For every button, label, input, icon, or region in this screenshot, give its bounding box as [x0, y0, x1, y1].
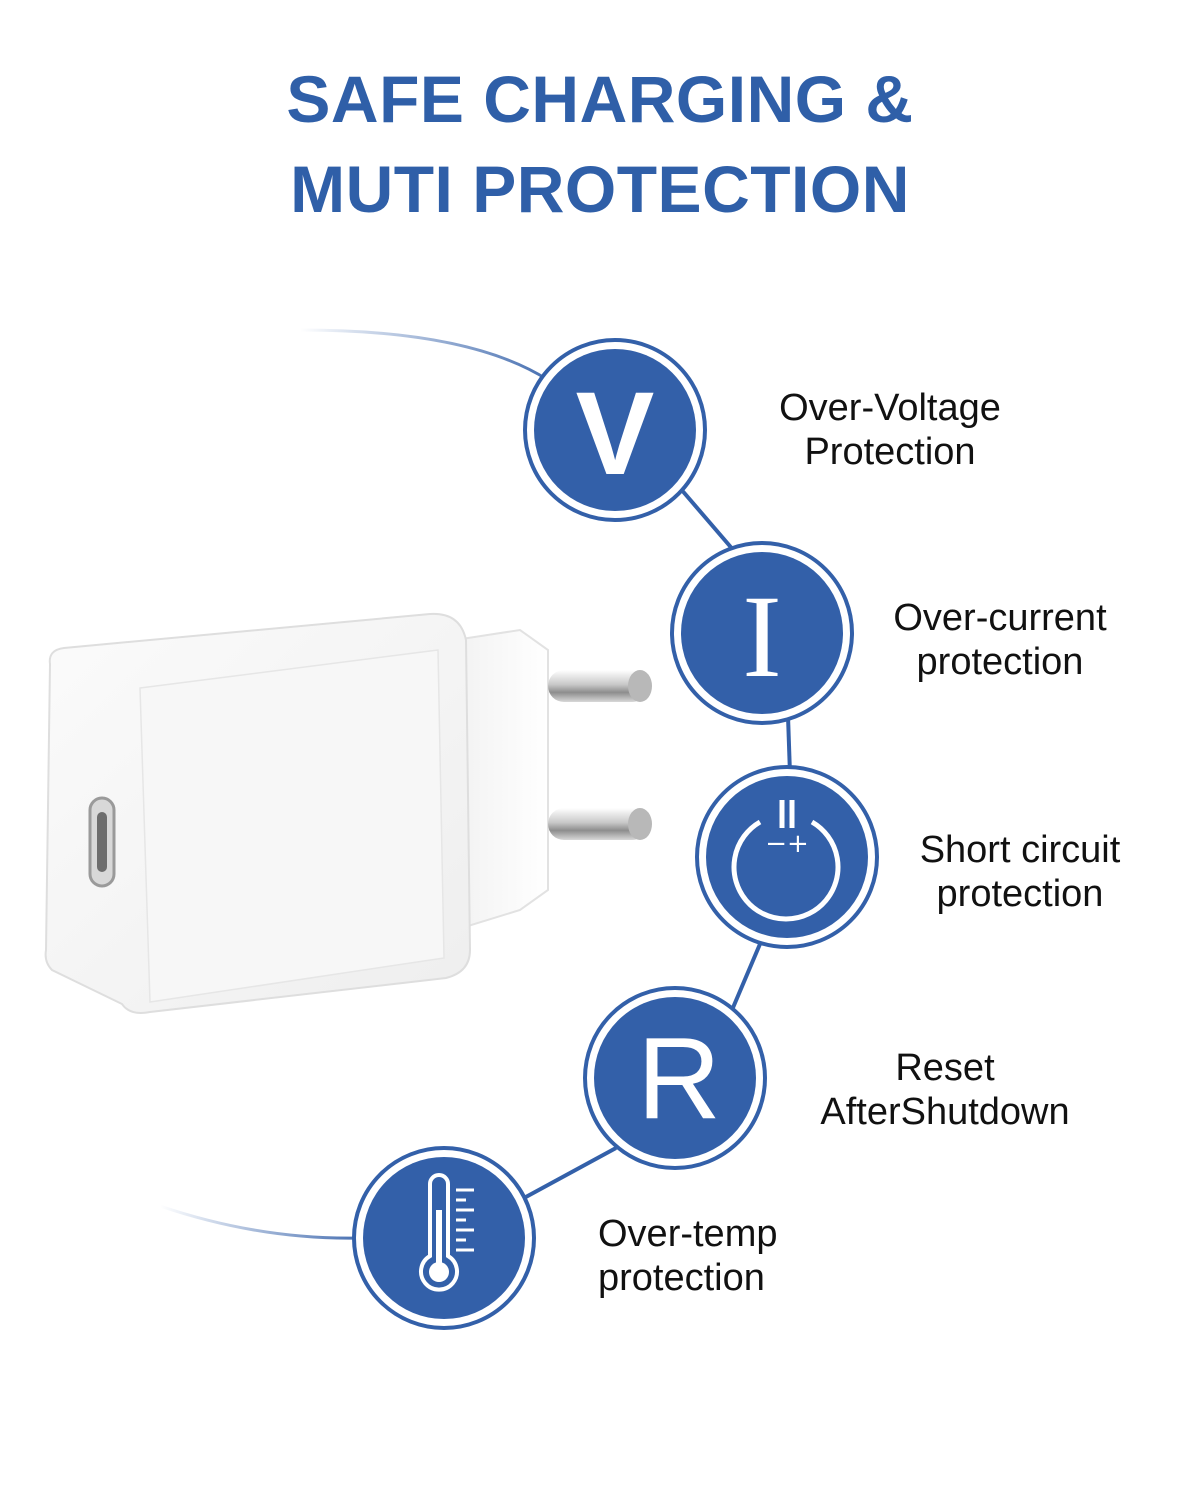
- over-temp-label-line1: Over-temp: [598, 1213, 778, 1255]
- reset-label-line1: Reset: [895, 1047, 995, 1089]
- short-circuit-label-line2: protection: [936, 873, 1104, 915]
- letter-r-icon: R: [637, 1013, 721, 1143]
- over-temp-label-line2: protection: [598, 1257, 765, 1299]
- headline-line-1: SAFE CHARGING &: [286, 62, 914, 136]
- usb-c-port: [88, 796, 116, 888]
- headline-line-2: MUTI PROTECTION: [290, 152, 910, 226]
- reset-badge: R: [583, 986, 767, 1170]
- over-temp-label: Over-temp protection: [598, 1212, 798, 1300]
- letter-v-icon: V: [576, 368, 655, 500]
- short-circuit-label-line1: Short circuit: [919, 829, 1121, 871]
- short-circuit-badge: −+: [695, 765, 879, 949]
- over-voltage-badge: V: [523, 338, 707, 522]
- over-current-label-line1: Over-current: [893, 597, 1107, 639]
- over-current-label: Over-current protection: [876, 596, 1124, 684]
- thermometer-icon: [419, 1173, 474, 1292]
- over-current-badge: I: [670, 541, 854, 725]
- power-circuit-icon: −+: [731, 800, 841, 922]
- svg-text:−+: −+: [765, 829, 809, 859]
- over-temp-badge: [352, 1146, 536, 1330]
- plug-pin-top: [548, 670, 652, 702]
- over-voltage-label-line1: Over-Voltage: [779, 387, 1001, 429]
- over-voltage-label-line2: Protection: [804, 431, 976, 473]
- short-circuit-label: Short circuit protection: [904, 828, 1136, 916]
- plug-pin-bottom: [548, 808, 652, 840]
- letter-i-icon: I: [742, 571, 781, 702]
- connector-arc: [159, 328, 792, 1240]
- reset-label: Reset AfterShutdown: [802, 1046, 1088, 1134]
- charger-image: [44, 612, 652, 1014]
- over-voltage-label: Over-Voltage Protection: [760, 386, 1020, 474]
- reset-label-line2: AfterShutdown: [820, 1091, 1070, 1133]
- over-current-label-line2: protection: [916, 641, 1084, 683]
